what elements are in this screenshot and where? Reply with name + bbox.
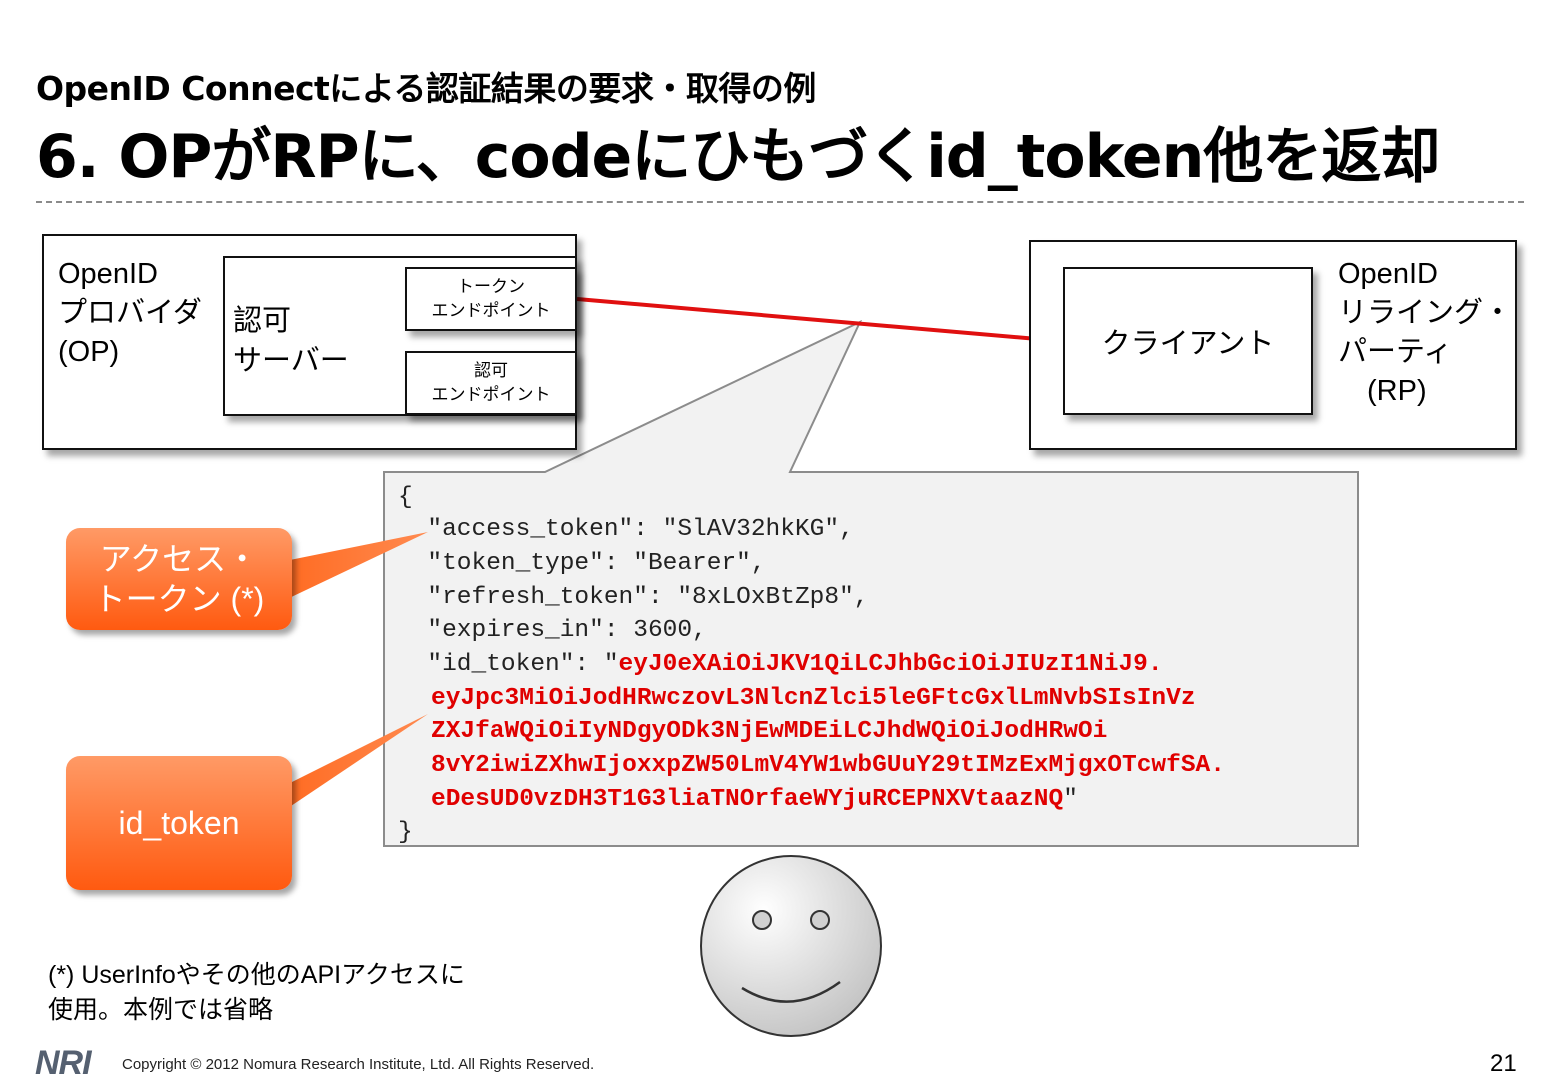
code-id-token-value: eyJpc3MiOiJodHRwczovL3NlcnZlci5leGFtcGxl… [431, 685, 1196, 712]
slide-subtitle: OpenID Connectによる認証結果の要求・取得の例 [36, 69, 816, 108]
id-token-callout-pointer [280, 714, 428, 810]
token-endpoint-box: トークン エンドポイント [405, 267, 577, 331]
authorization-endpoint-box: 認可 エンドポイント [405, 351, 577, 415]
slide-title: 6. OPがRPに、codeにひもづくid_token他を返却 [36, 122, 1440, 192]
copyright-text: Copyright © 2012 Nomura Research Institu… [122, 1056, 595, 1073]
code-close-brace: } [398, 819, 413, 846]
code-expires-in: "expires_in": 3600, [398, 617, 707, 644]
code-refresh-token: "refresh_token": "8xLOxBtZp8", [398, 584, 869, 611]
openid-provider-label: OpenID プロバイダ (OP) [58, 258, 202, 368]
response-bubble [383, 319, 1359, 847]
relying-party-label: OpenID リライング・ パーティ (RP) [1338, 258, 1513, 407]
footnote: (*) UserInfoやその他のAPIアクセスに 使用。本例では省略 [48, 961, 465, 1024]
code-access-token: "access_token": "SlAV32hkKG", [398, 516, 854, 543]
page-number: 21 [1490, 1050, 1517, 1077]
code-token-type: "token_type": "Bearer", [398, 550, 766, 577]
code-id-token-value: ZXJfaWQiOiIyNDgyODk3NjEwMDEiLCJhdWQiOiJo… [431, 718, 1108, 745]
code-id-token-value: 8vY2iwiZXhwIjoxxpZW50LmV4YW1wbGUuY29tIMz… [431, 752, 1225, 779]
code-id-token-line: "id_token": "eyJ0eXAiOiJKV1QiLCJhbGciOiJ… [398, 651, 1163, 678]
authorization-server-label: 認可 サーバー [233, 303, 349, 377]
code-open-brace: { [398, 484, 413, 511]
code-id-token-last: eDesUD0vzDH3T1G3liaTNOrfaeWYjuRCEPNXVtaa… [431, 786, 1078, 813]
client-box: クライアント [1063, 267, 1313, 415]
user-face-icon [700, 855, 882, 1037]
access-token-callout-pointer [280, 532, 428, 600]
nri-logo: NRI [35, 1044, 92, 1082]
title-divider [36, 201, 1524, 203]
token-response-arrow [576, 297, 1060, 341]
id-token-callout: id_token [66, 756, 292, 890]
access-token-callout: アクセス・ トークン (*) [66, 528, 292, 630]
